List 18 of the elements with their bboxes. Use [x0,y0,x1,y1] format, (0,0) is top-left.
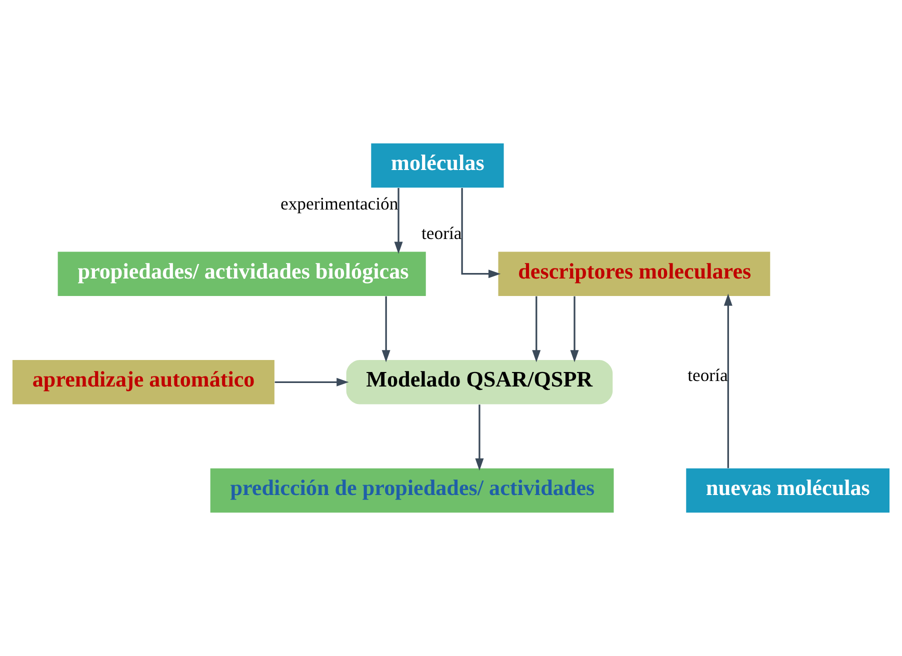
arrow [394,188,403,254]
edge-label: teoría [421,222,462,243]
arrow [274,378,349,386]
node-box: propiedades/ actividades biológicas [58,252,426,296]
node-box: descriptores moleculares [498,252,770,296]
arrow [382,296,390,362]
arrow [475,404,484,471]
node-box: nuevas moléculas [686,468,890,513]
arrow [532,296,541,362]
node-box: predicción de propiedades/ actividades [210,468,614,513]
node-box: moléculas [371,143,504,188]
node-box: aprendizaje automático [12,360,274,404]
arrow [724,294,732,468]
node-box: Modelado QSAR/QSPR [346,360,613,404]
arrow [461,188,501,278]
edge-label: teoría [688,364,728,385]
edge-label: experimentación [280,194,398,214]
arrow [570,296,579,362]
